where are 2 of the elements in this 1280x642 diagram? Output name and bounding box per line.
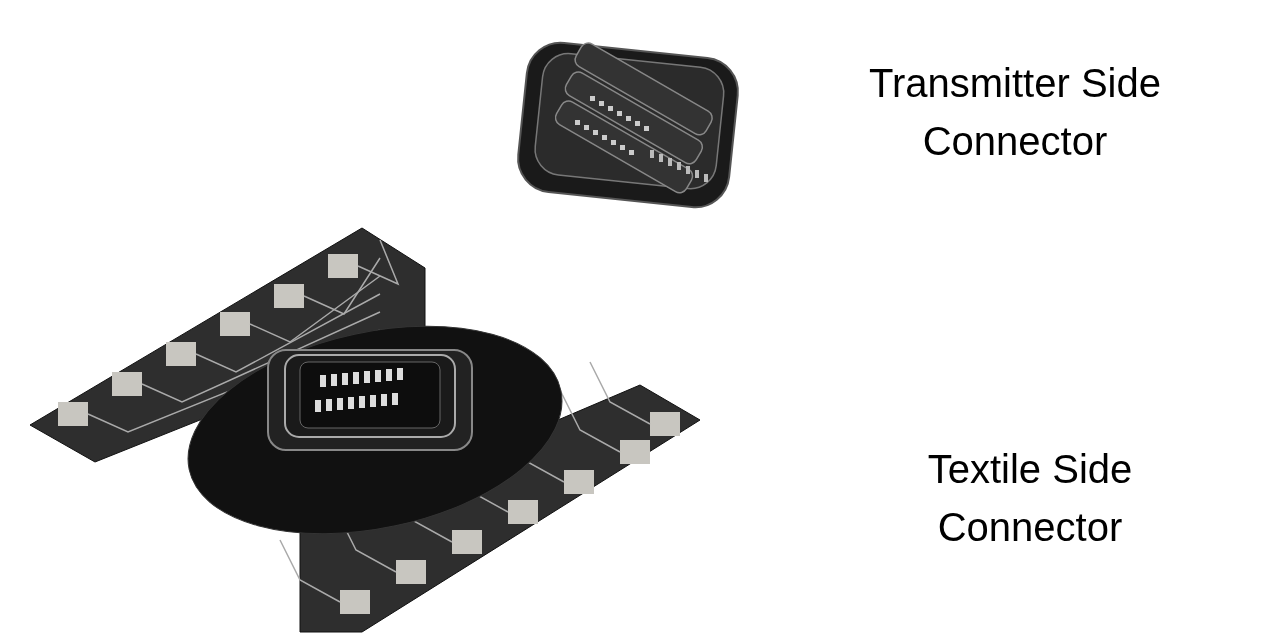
part-label: Textile Side Connector bbox=[926, 446, 1134, 551]
part-label: Transmitter Side Connector bbox=[868, 60, 1162, 165]
